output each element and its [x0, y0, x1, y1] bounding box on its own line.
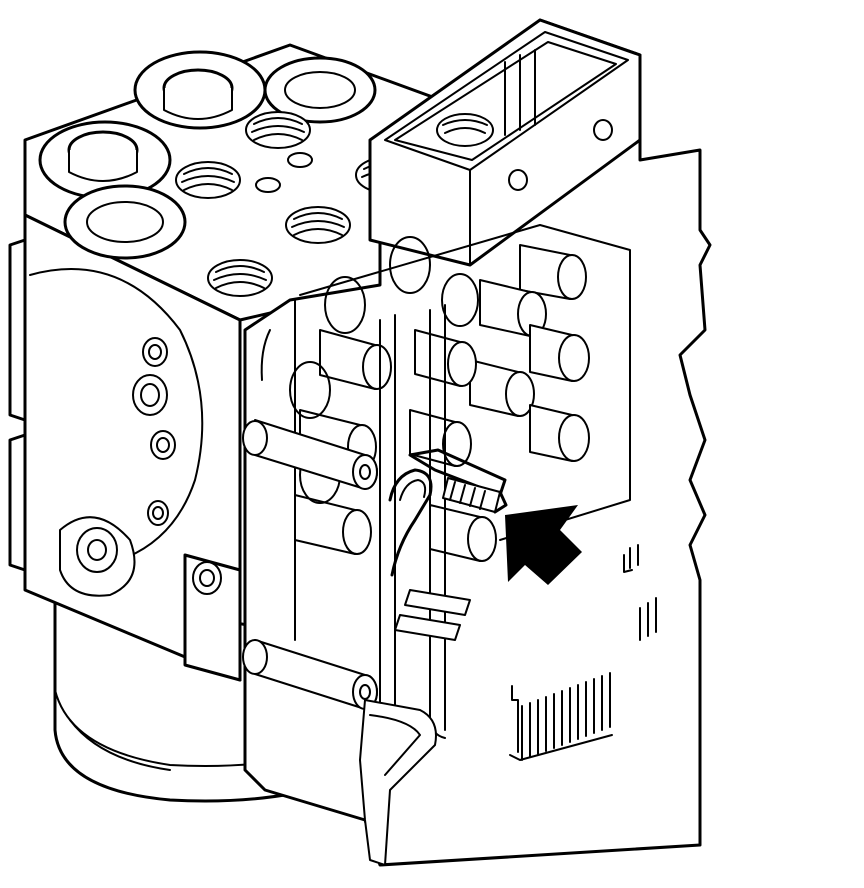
valve-body-left-face: [8, 213, 242, 682]
threaded-port: [207, 259, 273, 297]
circuit-trace-markings: [509, 544, 657, 761]
callout-arrow: [505, 505, 582, 585]
threaded-port: [245, 111, 311, 149]
cover-lower-tab: [359, 699, 437, 866]
retaining-rods: [242, 419, 471, 710]
solenoid-coil: [529, 324, 590, 382]
solenoid-coil: [469, 359, 535, 417]
solenoid-coil: [519, 244, 587, 300]
threaded-port: [285, 206, 351, 244]
solenoid-coil: [529, 404, 590, 462]
threaded-port: [175, 161, 241, 199]
terminal-retaining-clip: [388, 448, 507, 577]
solenoid-coil: [294, 494, 372, 555]
connector-terminal: [442, 477, 508, 514]
electrical-connector-housing: [368, 18, 642, 267]
brake-line-ports: [38, 50, 421, 297]
